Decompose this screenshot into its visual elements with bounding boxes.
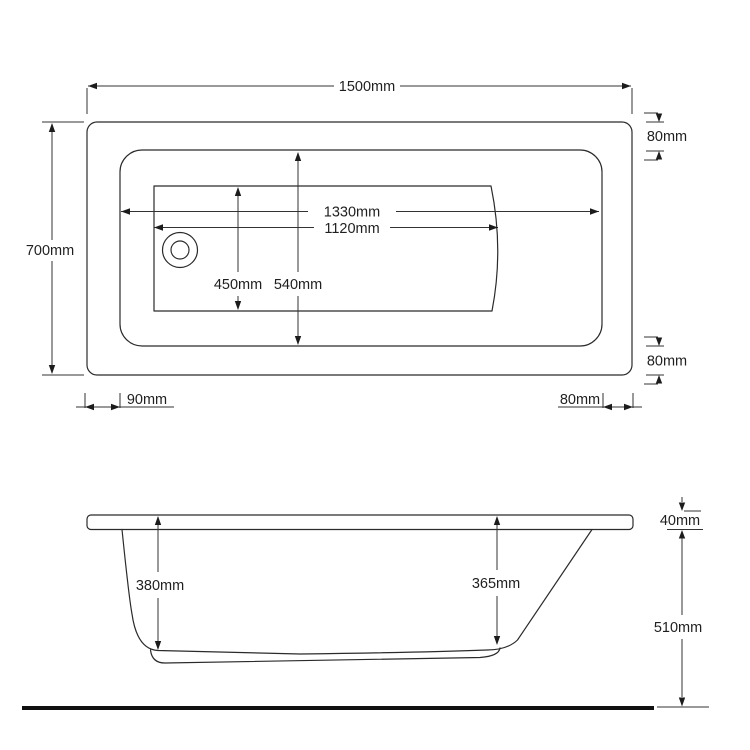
arrowhead-up-icon bbox=[154, 516, 162, 525]
side-view: 380mm 365mm 40mm 510mm bbox=[22, 497, 709, 710]
overall-length-label: 1500mm bbox=[339, 79, 395, 95]
rim-inset-top-dimension: 80mm bbox=[644, 112, 687, 161]
rim-inset-right-dimension: 80mm bbox=[558, 392, 642, 411]
arrowhead-down-icon bbox=[154, 641, 162, 650]
arrowhead-left-icon bbox=[121, 208, 130, 215]
overall-width-label: 700mm bbox=[26, 243, 74, 259]
overall-height-dimension: 510mm bbox=[654, 538, 709, 708]
overall-width-dimension: 700mm bbox=[26, 121, 84, 376]
arrowhead-down-icon bbox=[48, 365, 56, 374]
rim-inset-bottom-label: 80mm bbox=[647, 354, 687, 370]
rim-inset-bottom-dimension: 80mm bbox=[644, 336, 687, 385]
rim-inset-top-label: 80mm bbox=[647, 129, 687, 145]
rim-thickness-label: 40mm bbox=[660, 513, 700, 529]
bath-rim-inner-edge bbox=[119, 149, 603, 347]
bath-floor-outline bbox=[153, 185, 499, 312]
arrowhead-left-icon bbox=[85, 403, 94, 411]
bath-outer-edge bbox=[86, 121, 633, 376]
bath-rim-profile bbox=[86, 514, 634, 531]
arrowhead-down-icon bbox=[234, 301, 242, 310]
arrowhead-down-icon bbox=[655, 337, 663, 346]
floor-width-label: 450mm bbox=[214, 277, 262, 293]
arrowhead-right-icon bbox=[590, 208, 599, 215]
rim-thickness-dimension: 40mm bbox=[660, 497, 703, 539]
arrowhead-left-icon bbox=[603, 403, 612, 411]
rim-inset-right-label: 80mm bbox=[560, 392, 600, 408]
arrowhead-left-icon bbox=[88, 82, 97, 90]
plan-view: 1500mm 700mm 80mm 1330 bbox=[26, 79, 687, 411]
arrowhead-up-icon bbox=[48, 123, 56, 132]
arrowhead-left-icon bbox=[154, 224, 163, 231]
depth-right-dimension: 365mm bbox=[472, 516, 520, 645]
arrowhead-up-icon bbox=[655, 375, 663, 384]
floor-length-label: 1120mm bbox=[324, 221, 379, 237]
waste-drain-icon bbox=[161, 231, 199, 269]
rim-inset-left-label: 90mm bbox=[127, 392, 167, 408]
drain-inner-circle bbox=[170, 240, 190, 260]
overall-length-dimension: 1500mm bbox=[86, 79, 633, 114]
arrowhead-down-icon bbox=[678, 502, 686, 511]
inner-length-label: 1330mm bbox=[324, 205, 380, 221]
arrowhead-down-icon bbox=[294, 336, 302, 345]
inner-length-dimension: 1330mm bbox=[121, 205, 599, 221]
arrowhead-right-icon bbox=[624, 403, 633, 411]
depth-left-label: 380mm bbox=[136, 578, 184, 594]
arrowhead-down-icon bbox=[678, 697, 686, 707]
bath-body-profile bbox=[121, 528, 593, 655]
arrowhead-down-icon bbox=[493, 636, 501, 645]
arrowhead-right-icon bbox=[622, 82, 631, 90]
floor-width-dimension: 450mm bbox=[214, 187, 262, 310]
depth-left-dimension: 380mm bbox=[136, 516, 184, 650]
arrowhead-up-icon bbox=[493, 516, 501, 525]
arrowhead-up-icon bbox=[678, 530, 686, 539]
arrowhead-up-icon bbox=[234, 187, 242, 196]
arrowhead-up-icon bbox=[294, 152, 302, 161]
rim-inset-left-dimension: 90mm bbox=[76, 392, 174, 411]
arrowhead-up-icon bbox=[655, 151, 663, 160]
inner-width-label: 540mm bbox=[274, 277, 322, 293]
floor-length-dimension: 1120mm bbox=[154, 221, 498, 237]
drain-outer-circle bbox=[161, 231, 199, 269]
arrowhead-right-icon bbox=[111, 403, 120, 411]
inner-width-dimension: 540mm bbox=[274, 152, 322, 345]
arrowhead-down-icon bbox=[655, 113, 663, 122]
depth-right-label: 365mm bbox=[472, 576, 520, 592]
overall-height-label: 510mm bbox=[654, 620, 702, 636]
bath-base-profile bbox=[149, 647, 501, 664]
arrowhead-right-icon bbox=[489, 224, 498, 231]
